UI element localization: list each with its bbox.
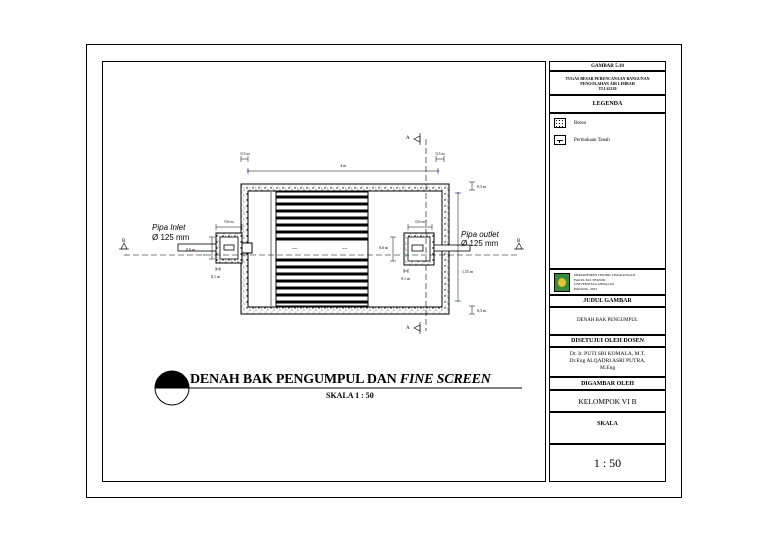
- section-a-top-label: A: [406, 136, 410, 141]
- drawing-scale-label: SKALA 1 : 50: [326, 391, 374, 400]
- title-block: GAMBAR 5.10 TUGAS BESAR PERENCANAAN BANG…: [549, 61, 666, 482]
- approved-names: Dr. Ir. PUTI SRI KOMALA, M.T. Dr.Eng ALQ…: [549, 347, 666, 377]
- approved-header: DISETUJUI OLEH DOSEN: [549, 335, 666, 347]
- approver-1: Dr. Ir. PUTI SRI KOMALA, M.T.: [569, 351, 646, 357]
- dept-line3: UNIVERSITAS ANDALAS: [574, 282, 615, 287]
- project-code: TLI 62120: [598, 86, 617, 91]
- dim-inlet-wall: 0,1 m: [211, 274, 221, 280]
- dim-outlet-box-w: 0,6 m: [415, 219, 425, 225]
- drawing-title-value: DENAH BAK PENGUMPUL: [549, 307, 666, 335]
- project-line1: TUGAS BESAR PERENCANAAN BANGUNAN: [565, 76, 650, 81]
- dim-wall-right: 0,3 m: [435, 151, 445, 157]
- dept-line1: DEPARTEMEN TEKNIK LINGKUNGAN: [574, 273, 636, 277]
- project-line2: PENGOLAHAN AIR LIMBAH: [580, 81, 635, 86]
- outlet-pipe-size: Ø 125 mm: [461, 239, 499, 248]
- drawing-main-title: DENAH BAK PENGUMPUL DAN FINE SCREEN: [190, 372, 491, 387]
- dim-depth-bottom: 0,3 m: [477, 308, 487, 314]
- dept-line2: FAKULTAS TEKNIK: [574, 277, 606, 282]
- fine-screen: ~~ ~~: [247, 191, 369, 307]
- drawing-title-header: JUDUL GAMBAR: [549, 295, 666, 307]
- dim-depth-top: 0,3 m: [477, 184, 487, 190]
- section-b-left-label: B: [122, 239, 126, 244]
- drawn-by-header: DIGAMBAR OLEH: [549, 377, 666, 390]
- drawing-area-frame: [102, 61, 546, 482]
- approver-2-degree: M.Eng: [599, 365, 616, 371]
- ground-surface-icon: [554, 135, 566, 145]
- title-section-symbol: [154, 370, 522, 406]
- dimension-tick-markers: [203, 170, 459, 302]
- drawn-by-value: KELOMPOK VI B: [549, 390, 666, 412]
- scale-header: SKALA: [549, 412, 666, 444]
- plan-drawing: ~~ ~~ B B A A: [119, 133, 524, 406]
- inlet-chamber: [177, 232, 253, 264]
- dim-outlet-box-h: 0,6 m: [379, 245, 389, 251]
- dim-outlet-wall: 0,1 m: [401, 276, 411, 282]
- dim-width-4m: 4 m: [340, 163, 347, 168]
- section-line-b: [119, 242, 524, 256]
- drawing-sheet-border: [86, 44, 682, 498]
- university-logo-icon: [554, 273, 570, 292]
- legend-body: Beton Permukaan Tanah: [549, 113, 666, 269]
- legend-item-beton: Beton: [554, 118, 586, 128]
- sheet-number: GAMBAR 5.10: [549, 61, 666, 71]
- legend-item-ground: Permukaan Tanah: [554, 135, 610, 145]
- approver-2: Dr.Eng ALQADRI ASRI PUTRA,: [569, 358, 646, 364]
- concrete-swatch-icon: [554, 118, 566, 128]
- department-block: DEPARTEMEN TEKNIK LINGKUNGAN FAKULTAS TE…: [549, 269, 666, 295]
- project-info: TUGAS BESAR PERENCANAAN BANGUNAN PENGOLA…: [549, 71, 666, 95]
- inlet-pipe-label: Pipa Inlet: [152, 223, 186, 232]
- dept-line4: PADANG, 2023: [574, 286, 598, 291]
- svg-text:~~: ~~: [292, 247, 298, 252]
- legend-label-ground: Permukaan Tanah: [574, 137, 610, 143]
- inlet-pipe-size: Ø 125 mm: [152, 233, 190, 242]
- section-b-right-label: B: [517, 239, 521, 244]
- legend-header: LEGENDA: [549, 95, 666, 113]
- legend-label-beton: Beton: [574, 120, 586, 126]
- scale-value: 1 : 50: [549, 444, 666, 482]
- section-a-bottom-label: A: [406, 326, 410, 331]
- dim-height-total: 1,55 m: [462, 269, 474, 275]
- dim-inlet-box-h: 0,6 m: [186, 247, 196, 253]
- svg-text:~~: ~~: [342, 247, 348, 252]
- dim-inlet-box-w: 0,6 m: [224, 219, 234, 225]
- dim-wall-left: 0,3 m: [240, 151, 250, 157]
- outlet-pipe-label: Pipa outlet: [461, 230, 500, 239]
